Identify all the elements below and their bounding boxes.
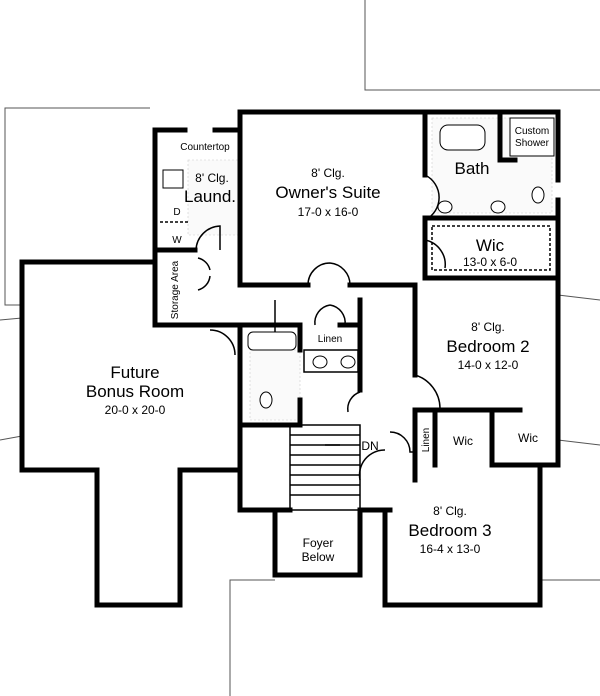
walls [19, 109, 561, 608]
washer-label: W [172, 235, 182, 246]
laundry-sink-icon [162, 169, 184, 189]
foyer-label-2: Below [302, 550, 335, 564]
storage-label: Storage Area [170, 260, 181, 319]
bathtub-icon [247, 331, 297, 351]
bedroom2-size: 14-0 x 12-0 [458, 358, 519, 372]
bedroom2-ceiling: 8' Clg. [471, 320, 505, 334]
countertop-label: Countertop [180, 142, 230, 153]
owners-suite-name: Owner's Suite [275, 183, 380, 202]
bedroom3-size: 16-4 x 13-0 [420, 542, 481, 556]
dryer-label: D [173, 207, 180, 218]
wic-a-name: Wic [453, 434, 473, 448]
owner-wic-name: Wic [476, 236, 505, 255]
owner-wic-size: 13-0 x 6-0 [463, 255, 517, 269]
stairs-dn-label: DN [361, 439, 378, 453]
bedroom3-ceiling: 8' Clg. [433, 504, 467, 518]
sink-icon [340, 355, 356, 369]
shower-icon [509, 117, 555, 157]
fixtures [160, 117, 555, 511]
stairs [289, 424, 361, 511]
laundry-ceiling: 8' Clg. [195, 171, 229, 185]
shower-label-1: Custom [515, 126, 549, 137]
owners-suite-size: 17-0 x 16-0 [298, 205, 359, 219]
linen-side-label: Linen [421, 428, 432, 452]
sink-icon [312, 355, 328, 369]
bedroom3-name: Bedroom 3 [408, 521, 491, 540]
tile-floors [187, 117, 553, 421]
owners-suite-ceiling: 8' Clg. [311, 166, 345, 180]
linen-hall-label: Linen [318, 334, 342, 345]
bonus-size: 20-0 x 20-0 [105, 403, 166, 417]
bathtub-icon [439, 124, 486, 151]
toilet-icon [259, 391, 273, 409]
sink-icon [437, 200, 453, 214]
room-labels: Countertop 8' Clg. Laund. D W Storage Ar… [86, 126, 550, 564]
bonus-name-2: Bonus Room [86, 382, 184, 401]
sink-icon [490, 200, 506, 214]
bedroom2-name: Bedroom 2 [446, 337, 529, 356]
toilet-icon [531, 186, 545, 204]
laundry-name: Laund. [184, 187, 236, 206]
bonus-name-1: Future [110, 363, 159, 382]
wic-b-name: Wic [518, 431, 538, 445]
shower-label-2: Shower [515, 138, 550, 149]
foyer-label-1: Foyer [303, 536, 334, 550]
bath-name: Bath [455, 159, 490, 178]
